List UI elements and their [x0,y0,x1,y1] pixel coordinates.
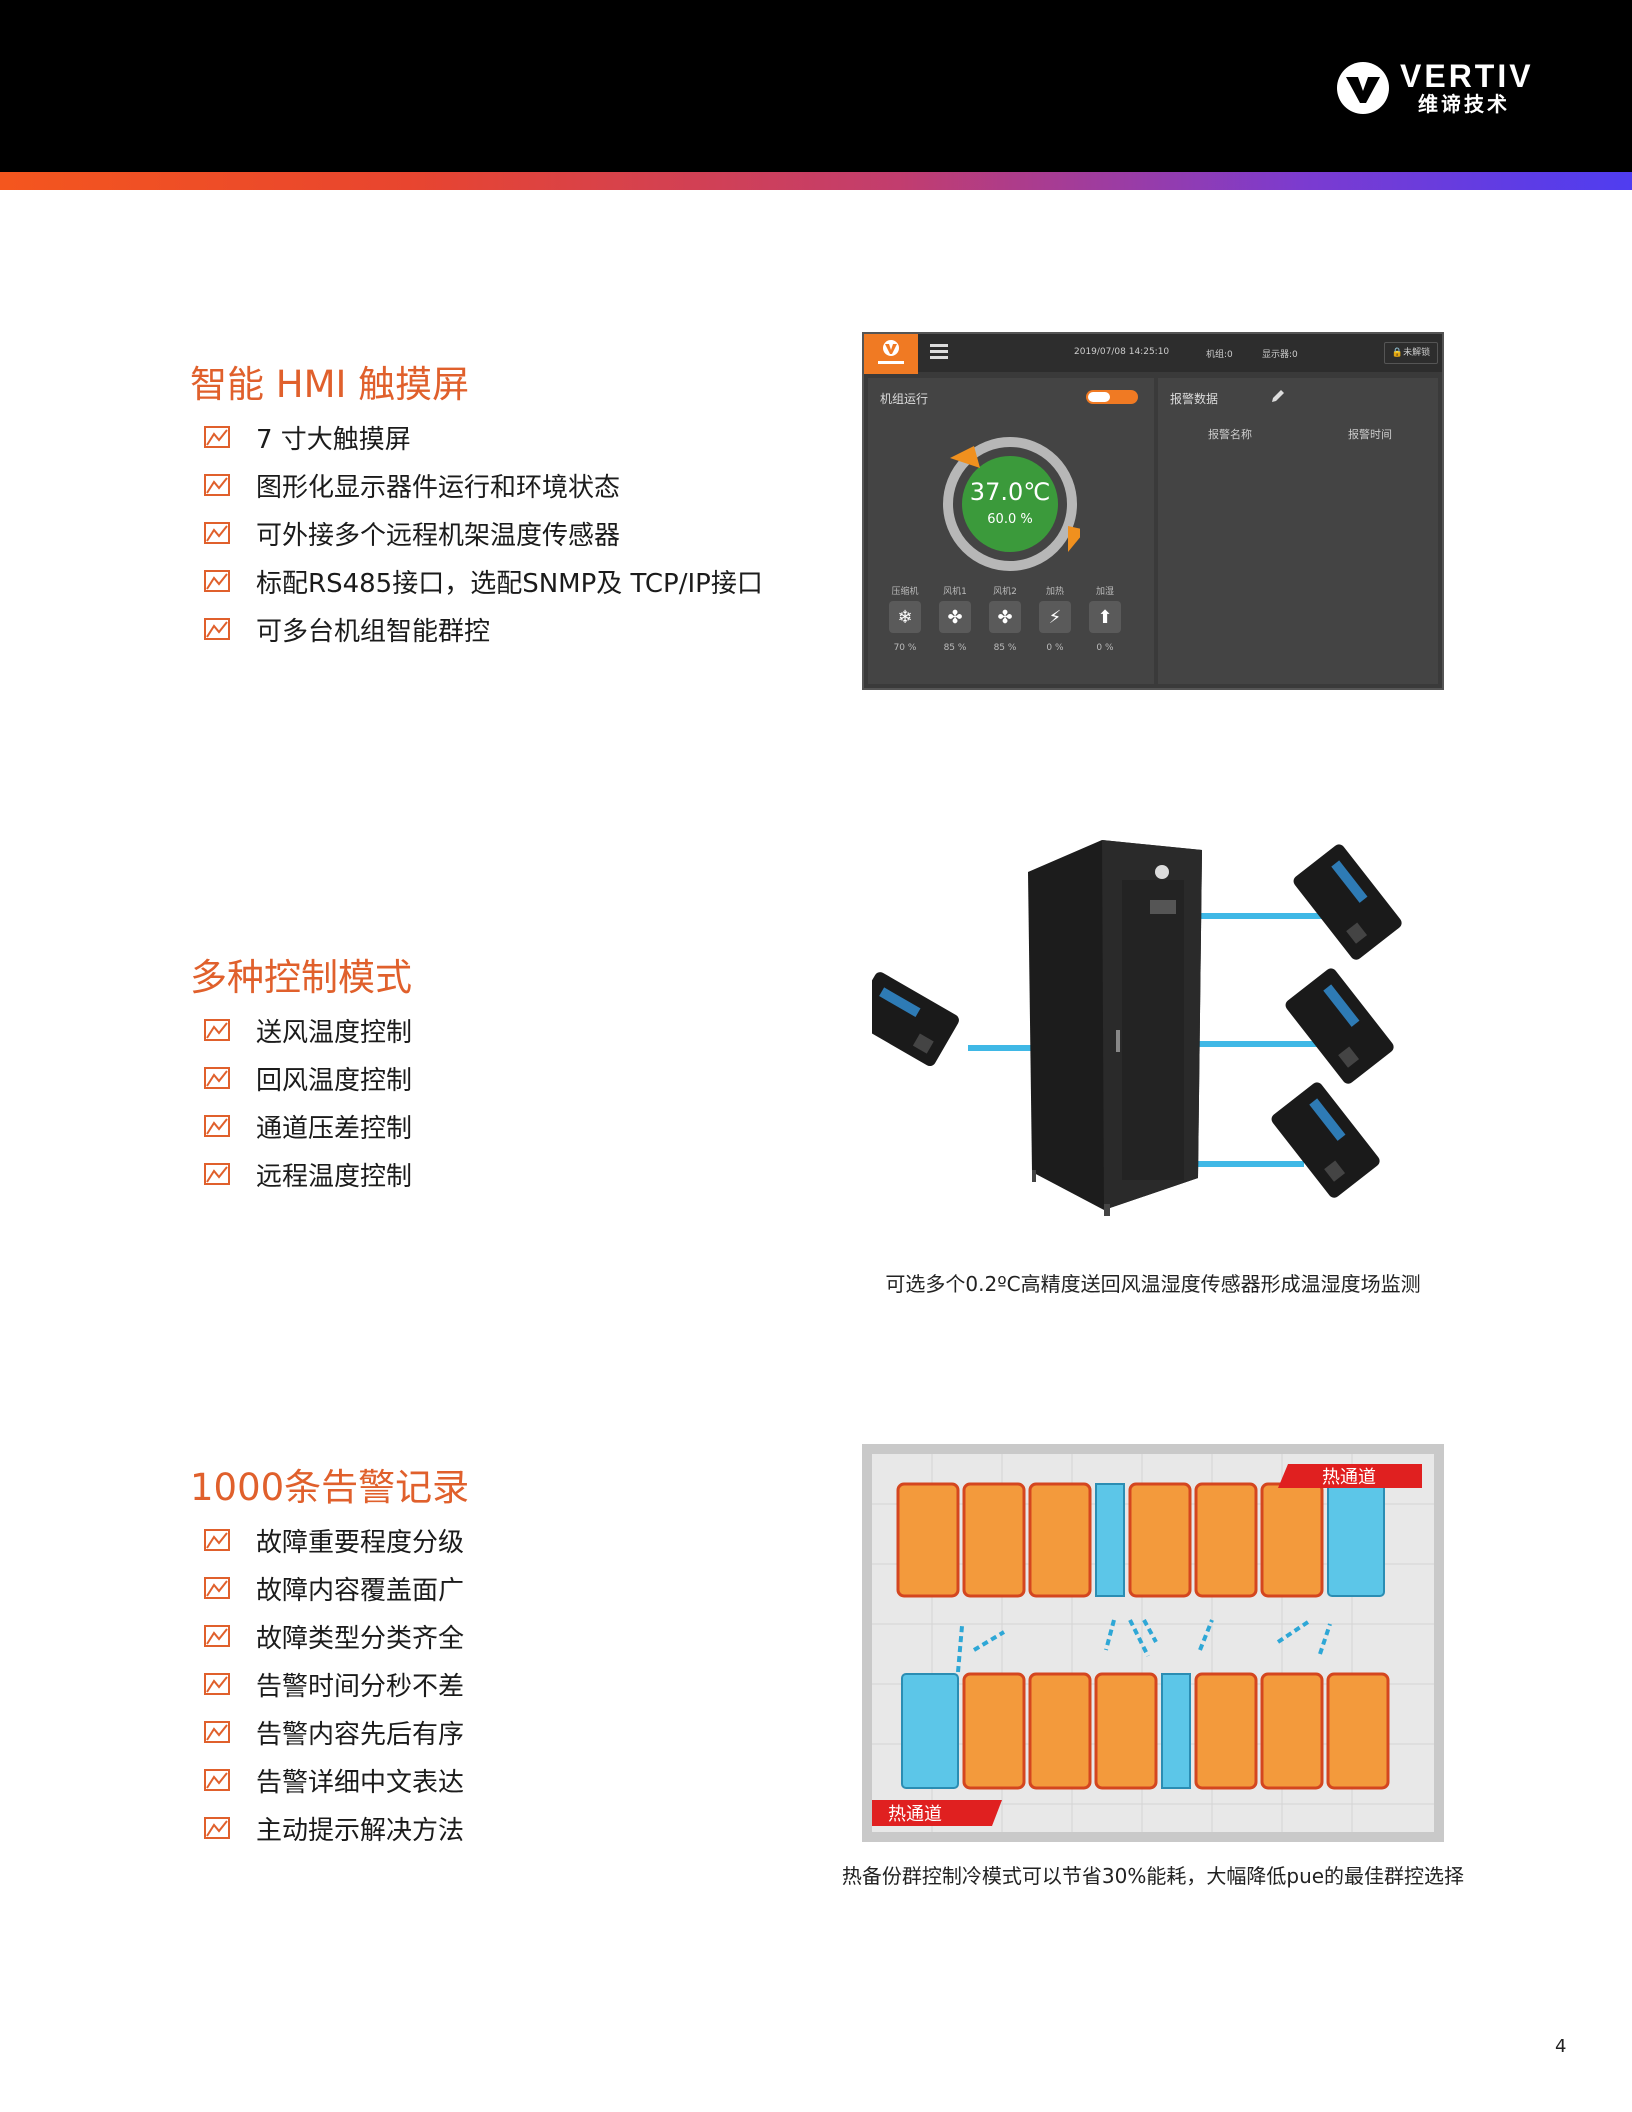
alarm-time-header: 报警时间 [1348,428,1392,441]
chart-bullet-icon [204,1577,230,1599]
chart-bullet-icon [204,1769,230,1791]
chart-bullet-icon [204,522,230,544]
device-fan1: 风机1✤85 % [936,584,974,653]
list-item: 通道压差控制 [190,1102,412,1150]
hmi-vertiv-logo [864,334,918,374]
airflow-arrows [956,1619,1332,1673]
section-hmi: 智能 HMI 触摸屏 7 寸大触摸屏 图形化显示器件运行和环境状态 可外接多个远… [190,363,763,653]
section-title: 1000条告警记录 [190,1466,470,1509]
page-number: 4 [1555,2036,1567,2057]
humidity-value: 60.0 % [987,512,1033,527]
humidifier-icon: ⬆ [1089,601,1121,633]
device-humidifier: 加湿⬆0 % [1086,584,1124,653]
vertiv-logo: VERTIV 维谛技术 [1336,58,1534,118]
temperature-value: 37.0℃ [969,478,1051,506]
temperature-gauge [943,437,1080,571]
hot-aisle-label-top: 热通道 [1278,1464,1422,1488]
list-item: 送风温度控制 [190,1006,412,1054]
hmi-unit-panel: 机组运行 37.0℃ 60.0 % 压缩机❄70 % 风机1✤85 % 风机2✤… [868,378,1154,684]
chart-bullet-icon [204,618,230,640]
device-fan2: 风机2✤85 % [986,584,1024,653]
hmi-panel-title: 机组运行 [880,392,929,406]
sensor-cables [968,913,1332,1167]
hmi-unit-status: 机组:0 [1206,350,1233,360]
figure-caption: 热备份群控制冷模式可以节省30%能耗，大幅降低pue的最佳群控选择 [841,1864,1465,1888]
top-rack-row [896,1482,1385,1598]
hmi-datetime: 2019/07/08 14:25:10 [1074,347,1170,357]
bottom-rack-row [901,1672,1390,1790]
hmi-top-bar: 2019/07/08 14:25:10 机组:0 显示器:0 🔒未解锁 [864,334,1442,374]
hamburger-menu-icon[interactable] [930,344,948,360]
fan-icon: ✤ [989,601,1021,633]
section-control-modes: 多种控制模式 送风温度控制 回风温度控制 通道压差控制 远程温度控制 [190,956,412,1198]
sensor-right-top [1293,844,1402,960]
snowflake-icon: ❄ [889,601,921,633]
list-item: 可外接多个远程机架温度传感器 [190,509,763,557]
chart-bullet-icon [204,1529,230,1551]
list-item: 告警详细中文表达 [190,1756,469,1804]
chart-bullet-icon [204,1067,230,1089]
hmi-display-status: 显示器:0 [1262,350,1298,360]
chart-bullet-icon [204,1721,230,1743]
bullet-list: 故障重要程度分级 故障内容覆盖面广 故障类型分类齐全 告警时间分秒不差 告警内容… [190,1516,469,1852]
section-alarm-records: 1000条告警记录 故障重要程度分级 故障内容覆盖面广 故障类型分类齐全 告警时… [190,1466,469,1852]
lock-icon: 🔒 [1391,348,1404,358]
hmi-panel-title: 报警数据 [1170,392,1219,406]
list-item: 回风温度控制 [190,1054,412,1102]
figure-caption: 可选多个0.2ºC高精度送回风温湿度传感器形成温湿度场监测 [885,1272,1421,1296]
lightning-icon: ⚡ [1039,601,1071,633]
chart-bullet-icon [204,474,230,496]
bullet-list: 7 寸大触摸屏 图形化显示器件运行和环境状态 可外接多个远程机架温度传感器 标配… [190,413,763,653]
alarm-name-header: 报警名称 [1208,428,1252,441]
section-title: 智能 HMI 触摸屏 [190,363,470,406]
list-item: 图形化显示器件运行和环境状态 [190,461,763,509]
section-title: 多种控制模式 [190,956,412,999]
svg-text:热通道: 热通道 [1322,1467,1376,1488]
device-compressor: 压缩机❄70 % [886,584,924,653]
svg-text:热通道: 热通道 [888,1804,942,1825]
hot-aisle-layout-diagram: 热通道 热通道 [862,1444,1444,1842]
server-cabinet [1028,840,1202,1216]
sensor-left [872,972,959,1067]
fan-icon: ✤ [939,601,971,633]
list-item: 故障内容覆盖面广 [190,1564,469,1612]
list-item: 远程温度控制 [190,1150,412,1198]
hot-aisle-label-bottom: 热通道 [872,1800,1002,1826]
chart-bullet-icon [204,1115,230,1137]
sensor-right-bottom [1271,1082,1380,1198]
chart-bullet-icon [204,426,230,448]
chart-bullet-icon [204,1673,230,1695]
sensor-right-middle [1285,968,1394,1084]
page-header: VERTIV 维谛技术 [0,0,1632,172]
bullet-list: 送风温度控制 回风温度控制 通道压差控制 远程温度控制 [190,1006,412,1198]
list-item: 告警时间分秒不差 [190,1660,469,1708]
list-item: 告警内容先后有序 [190,1708,469,1756]
list-item: 主动提示解决方法 [190,1804,469,1852]
list-item: 标配RS485接口，选配SNMP及 TCP/IP接口 [190,557,763,605]
chart-bullet-icon [204,1817,230,1839]
hmi-screenshot: 2019/07/08 14:25:10 机组:0 显示器:0 🔒未解锁 机组运行… [862,332,1444,690]
chart-bullet-icon [204,1019,230,1041]
list-item: 故障重要程度分级 [190,1516,469,1564]
hmi-lock-button[interactable]: 🔒未解锁 [1384,342,1438,364]
chart-bullet-icon [204,1625,230,1647]
pencil-icon[interactable] [1270,388,1286,404]
chart-bullet-icon [204,1163,230,1185]
list-item: 7 寸大触摸屏 [190,413,763,461]
list-item: 故障类型分类齐全 [190,1612,469,1660]
unit-run-toggle[interactable] [1086,390,1138,404]
logo-chinese-name: 维谛技术 [1418,92,1510,116]
chart-bullet-icon [204,570,230,592]
cabinet-sensor-diagram [872,840,1402,1216]
hmi-alarm-panel: 报警数据 报警名称 报警时间 [1158,378,1438,684]
list-item: 可多台机组智能群控 [190,605,763,653]
logo-wordmark: VERTIV [1400,58,1534,94]
vertiv-v-logo-icon [1337,62,1389,114]
vertiv-v-logo-icon [878,340,904,364]
header-gradient-bar [0,172,1632,190]
device-heater: 加热⚡0 % [1036,584,1074,653]
